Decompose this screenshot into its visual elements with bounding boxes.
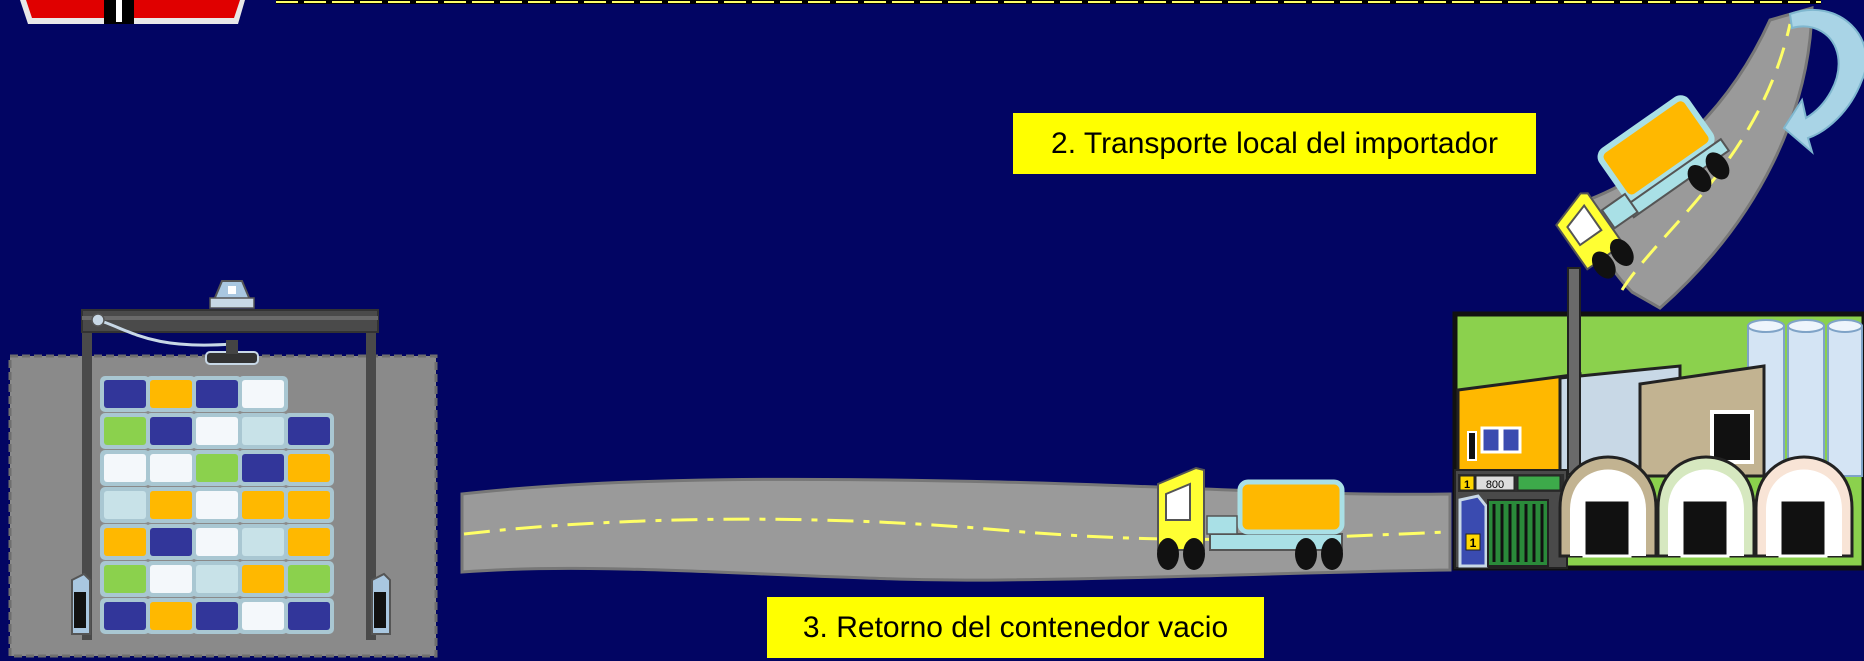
container-box [242,380,284,408]
curved-arrow-icon [1782,8,1864,155]
container-box [242,528,284,556]
container-box [150,602,192,630]
factory-sign-a: 1 [1464,479,1470,491]
container-grid [100,376,334,634]
container-box [104,454,146,482]
top-left-sign-icon [20,0,245,24]
container-box [288,565,330,593]
factory-sign-c: 1 [1470,536,1477,550]
container-box [242,565,284,593]
container-box [104,565,146,593]
container-box [150,528,192,556]
container-box [196,417,238,445]
container-box [150,417,192,445]
container-box [104,491,146,519]
container-box [104,380,146,408]
container-box [196,565,238,593]
container-box [150,491,192,519]
truck-on-curve-icon [1555,95,1731,279]
container-box [104,602,146,630]
container-box [196,528,238,556]
container-box [196,454,238,482]
container-box [196,380,238,408]
container-yard-icon [8,280,438,658]
container-box [104,417,146,445]
container-box [196,491,238,519]
factory-icon: 1 800 1 [1452,267,1864,571]
container-box [242,602,284,630]
container-box [288,528,330,556]
top-dashed-line [276,0,1821,4]
factory-sign-b: 800 [1486,479,1504,491]
container-box [104,528,146,556]
container-truck-icon [1157,466,1345,570]
container-box [288,491,330,519]
container-box [242,454,284,482]
step-2-label: 2. Transporte local del importador [1013,113,1536,174]
container-box [288,602,330,630]
step-3-label: 3. Retorno del contenedor vacio [767,597,1264,658]
container-box [196,602,238,630]
container-box [288,454,330,482]
container-box [288,417,330,445]
container-box [150,380,192,408]
container-box [150,454,192,482]
hangars [1558,455,1854,558]
container-box [150,565,192,593]
container-box [242,491,284,519]
container-box [242,417,284,445]
